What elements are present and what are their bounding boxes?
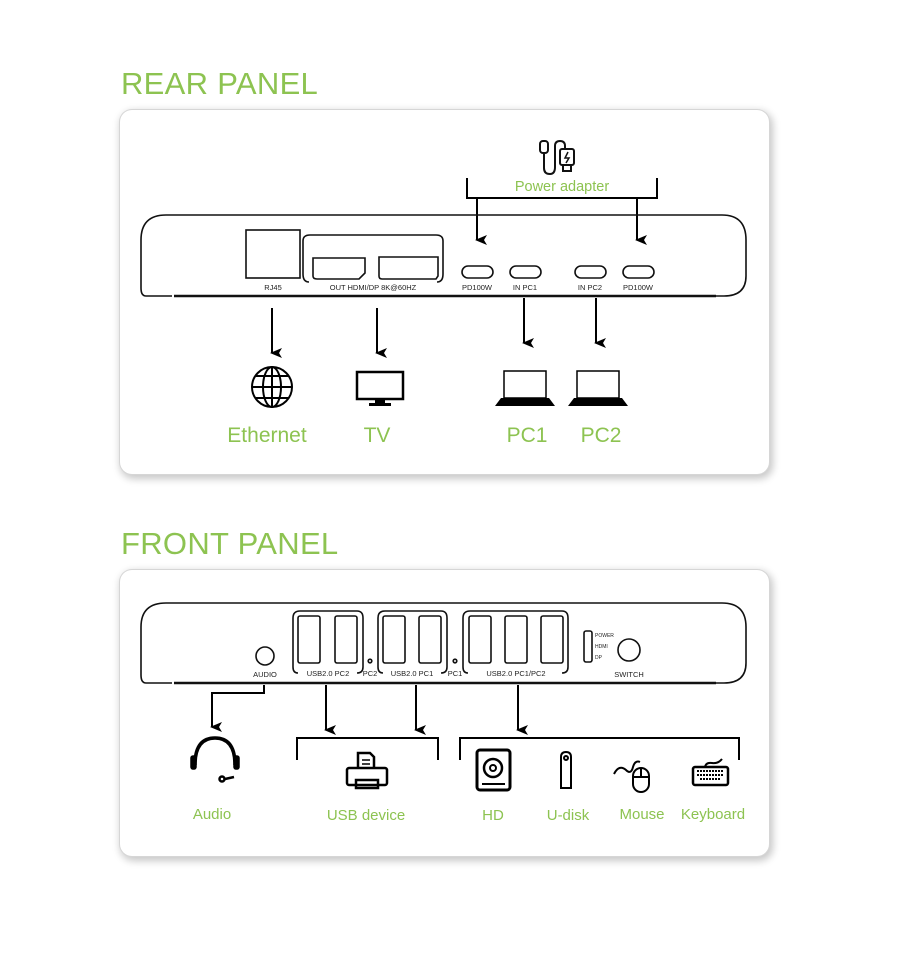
usb-stick-icon bbox=[560, 750, 572, 789]
keyboard-icon bbox=[691, 758, 730, 787]
hard-drive-icon bbox=[475, 748, 512, 792]
pc1-led bbox=[452, 658, 458, 664]
usb-pc1-port-2 bbox=[418, 615, 442, 664]
dp-indicator-label: DP bbox=[595, 655, 603, 661]
switch-label: SWITCH bbox=[614, 670, 644, 679]
usb-device-label: USB device bbox=[326, 807, 406, 824]
rj45-label: RJ45 bbox=[264, 283, 282, 292]
switch-button bbox=[617, 638, 641, 662]
usb-pc2-port-2 bbox=[334, 615, 358, 664]
pc1-label: PC1 bbox=[506, 424, 548, 447]
hdmi-indicator-label: HDMI bbox=[595, 644, 608, 650]
printer-icon bbox=[345, 751, 389, 790]
monitor-icon bbox=[355, 370, 405, 406]
pc2-label: PC2 bbox=[580, 424, 622, 447]
in-pc2-label: IN PC2 bbox=[578, 283, 602, 292]
power-adapter-label: Power adapter bbox=[514, 179, 610, 195]
pd100w-right-label: PD100W bbox=[623, 283, 654, 292]
headset-icon bbox=[190, 736, 240, 783]
pd100w-left-port bbox=[461, 265, 494, 279]
hd-label: HD bbox=[482, 807, 504, 824]
front-panel-title: FRONT PANEL bbox=[121, 526, 339, 561]
globe-icon bbox=[251, 366, 293, 408]
usb-shared-label: USB2.0 PC1/PC2 bbox=[486, 669, 545, 678]
power-adapter-bracket bbox=[466, 178, 658, 245]
pc2-led-label: PC2 bbox=[363, 669, 378, 678]
rear-device-body bbox=[140, 214, 747, 298]
audio-jack bbox=[255, 646, 275, 666]
laptop-icon bbox=[568, 370, 628, 406]
out-hdmi-dp-label: OUT HDMI/DP 8K@60HZ bbox=[330, 283, 417, 292]
mouse-icon bbox=[613, 760, 650, 793]
front-device-body bbox=[140, 602, 747, 685]
usb-shared-port-1 bbox=[468, 615, 492, 664]
in-pc2-port bbox=[574, 265, 607, 279]
usb-c-charger-cable-icon bbox=[539, 139, 575, 176]
usb-pc1-port-1 bbox=[382, 615, 406, 664]
u-disk-label: U-disk bbox=[546, 807, 590, 824]
usb-pc2-port-1 bbox=[297, 615, 321, 664]
pd100w-left-label: PD100W bbox=[462, 283, 493, 292]
rear-panel-title: REAR PANEL bbox=[121, 66, 319, 101]
laptop-icon bbox=[495, 370, 555, 406]
audio-label: Audio bbox=[192, 806, 232, 823]
rj45-port bbox=[245, 229, 301, 279]
indicator-leds bbox=[583, 630, 593, 663]
pc1-led-label: PC1 bbox=[448, 669, 463, 678]
mouse-label: Mouse bbox=[619, 806, 665, 823]
shared-devices-bracket bbox=[459, 737, 740, 760]
usb-pc1-label: USB2.0 PC1 bbox=[391, 669, 434, 678]
usb-shared-port-3 bbox=[540, 615, 564, 664]
rear-panel-card bbox=[120, 110, 769, 474]
displayport-port bbox=[378, 256, 439, 280]
pd100w-right-port bbox=[622, 265, 655, 279]
usb-shared-port-2 bbox=[504, 615, 528, 664]
usb-pc2-label: USB2.0 PC2 bbox=[307, 669, 350, 678]
front-panel-card bbox=[120, 570, 769, 856]
in-pc1-label: IN PC1 bbox=[513, 283, 537, 292]
usb-device-bracket bbox=[296, 737, 439, 760]
power-indicator-label: POWER bbox=[595, 633, 614, 639]
pc2-led bbox=[367, 658, 373, 664]
in-pc1-port bbox=[509, 265, 542, 279]
hdmi-port bbox=[312, 257, 366, 280]
ethernet-label: Ethernet bbox=[227, 424, 307, 447]
arrow-to-audio bbox=[210, 685, 265, 732]
audio-port-label: AUDIO bbox=[253, 670, 277, 679]
tv-label: TV bbox=[363, 424, 391, 447]
keyboard-label: Keyboard bbox=[680, 806, 746, 823]
